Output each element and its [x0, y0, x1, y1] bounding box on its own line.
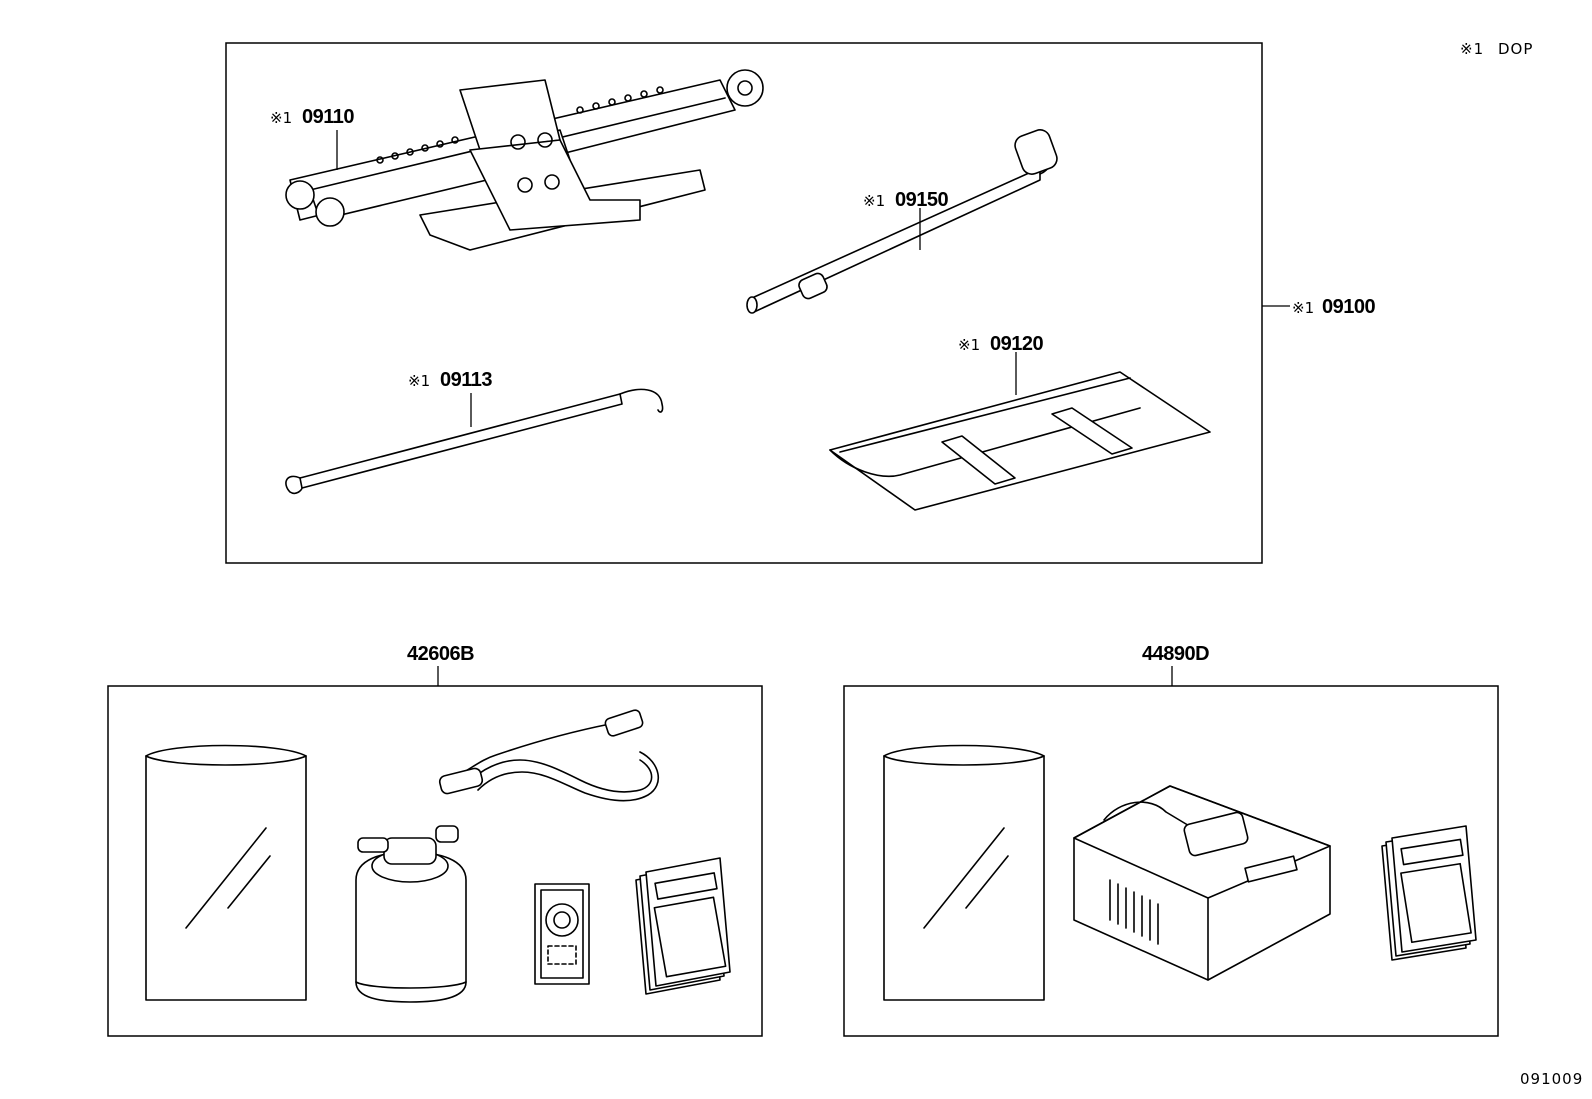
wrench-illustration — [746, 129, 1058, 314]
jack-illustration — [285, 69, 764, 251]
jack-handle-part-no[interactable]: 09113 — [440, 369, 493, 391]
legend-text: DOP — [1498, 40, 1533, 58]
tool-bag-mark: ※1 — [958, 336, 980, 354]
wrench-mark: ※1 — [863, 192, 885, 210]
repair-kit-b-part-no[interactable]: 44890D — [1142, 643, 1210, 665]
bag-illustration — [145, 744, 307, 1001]
jack-handle-mark: ※1 — [408, 372, 430, 390]
jack-mark: ※1 — [270, 109, 292, 127]
sealant-bottle-illustration — [355, 825, 467, 1003]
wrench-part-no[interactable]: 09150 — [895, 189, 949, 211]
manual-illustration — [1381, 825, 1477, 961]
tool-kit-group: ※1 09100 ※1 09110 — [225, 42, 1376, 564]
tool-kit-mark: ※1 — [1292, 299, 1314, 317]
label-card-illustration — [534, 883, 590, 985]
jack-part-no[interactable]: 09110 — [302, 106, 355, 128]
tool-bag-part-no[interactable]: 09120 — [990, 333, 1044, 355]
bag-illustration — [883, 744, 1045, 1001]
repair-kit-a-part-no[interactable]: 42606B — [407, 643, 475, 665]
repair-kit-a-group: 42606B — [107, 643, 763, 1037]
jack-handle-illustration — [285, 388, 664, 495]
repair-kit-b-group: 44890D — [843, 643, 1499, 1037]
tool-kit-frame — [225, 42, 1263, 564]
tool-bag-illustration — [829, 371, 1211, 511]
manual-illustration — [635, 857, 731, 995]
tool-kit-part-no[interactable]: 09100 — [1322, 296, 1376, 318]
repair-kit-a-frame — [107, 685, 763, 1037]
compressor-illustration — [1073, 785, 1331, 981]
legend: ※1 DOP — [1460, 40, 1533, 58]
legend-symbol: ※1 — [1460, 40, 1484, 58]
hose-illustration — [438, 709, 660, 802]
drawing-code: 091009 — [1520, 1070, 1583, 1088]
repair-kit-b-frame — [843, 685, 1499, 1037]
